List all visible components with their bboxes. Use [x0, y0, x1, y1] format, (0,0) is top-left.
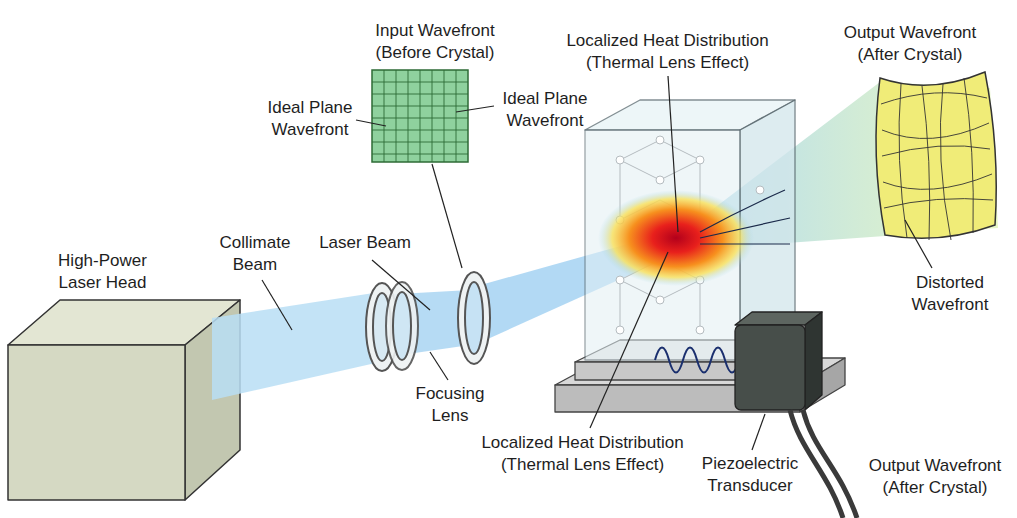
laser-head: [8, 300, 240, 500]
collimated-beam: [212, 292, 380, 400]
lens: [366, 272, 490, 371]
plane-wavefront-grid: [372, 70, 468, 162]
leader-line: [262, 76, 932, 450]
laser-label: High-Power Laser Head: [45, 250, 160, 294]
lens-label: Focusing Lens: [405, 383, 495, 427]
wavefront-label: Ideal Plane Wavefront: [490, 88, 600, 132]
beam-label: Collimate Beam: [205, 232, 305, 276]
transducer-label: Piezoelectric Transducer: [695, 453, 805, 497]
distorted-rays: [700, 190, 790, 244]
heat-label: Localized Heat Distribution (Thermal Len…: [470, 432, 695, 476]
heat-label: Localized Heat Distribution (Thermal Len…: [545, 30, 790, 74]
wavefront-label: Distorted Wavefront: [895, 272, 1005, 316]
wavefront-label: Ideal Plane Wavefront: [255, 97, 365, 141]
wavefront-title: Input Wavefront (Before Crystal): [360, 20, 510, 64]
beam-label: Laser Beam: [315, 232, 415, 254]
wavefront-title: Output Wavefront (After Crystal): [860, 455, 1010, 499]
wavefront-title: Output Wavefront (After Crystal): [830, 22, 990, 66]
distorted-wavefront: [876, 72, 996, 240]
